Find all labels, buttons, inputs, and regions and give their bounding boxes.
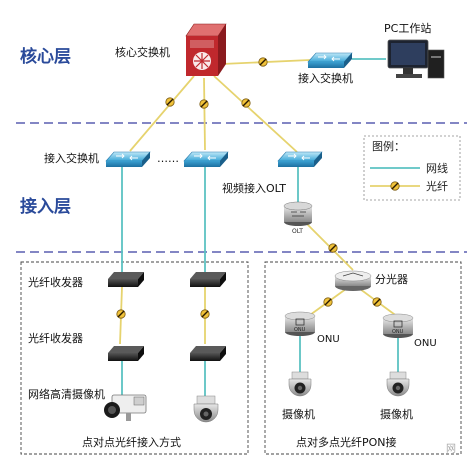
splitter-label: 分光器 xyxy=(375,272,408,286)
access-switch-top[interactable] xyxy=(307,52,353,69)
pon-access-box xyxy=(264,261,462,455)
core-switch[interactable] xyxy=(185,23,227,76)
ellipsis: …… xyxy=(157,152,179,165)
olt-text: OLT xyxy=(292,228,303,235)
fiber-marker xyxy=(323,297,333,307)
transceiver-label-2: 光纤收发器 xyxy=(28,331,83,345)
fiber-marker xyxy=(116,309,126,319)
pon-box-title: 点对多点光纤PON接 xyxy=(296,435,397,449)
transceiver-label-1: 光纤收发器 xyxy=(28,275,83,289)
fiber-transceiver[interactable] xyxy=(190,272,226,287)
fiber-transceiver[interactable] xyxy=(108,272,144,287)
core-switch-label: 核心交换机 xyxy=(115,45,170,59)
dome-camera[interactable] xyxy=(386,371,410,397)
video-olt-label: 视频接入OLT xyxy=(222,181,286,195)
fiber-marker xyxy=(200,309,210,319)
pc-workstation[interactable] xyxy=(387,39,445,79)
fiber-marker xyxy=(241,98,251,108)
dome-camera[interactable] xyxy=(288,371,312,397)
fiber-transceiver[interactable] xyxy=(190,346,226,361)
hd-camera-label: 网络高清摄像机 xyxy=(28,387,105,401)
access-layer-title: 接入层 xyxy=(20,196,71,217)
legend: 图例： 网线 光纤 xyxy=(363,135,461,201)
camera-label-2: 摄像机 xyxy=(380,407,413,421)
p2p-access-box xyxy=(20,261,249,455)
onu-right-box-text: ONU xyxy=(392,329,404,335)
pc-workstation-label: PC工作站 xyxy=(384,21,431,35)
access-switch-2[interactable] xyxy=(183,151,229,168)
fiber-links xyxy=(119,59,399,345)
onu-right-label: ONU xyxy=(414,338,437,349)
watermark: 网 xyxy=(446,443,456,455)
onu-left-box-text: ONU xyxy=(294,327,306,333)
core-layer-title: 核心层 xyxy=(20,46,71,67)
fiber-marker xyxy=(328,243,338,253)
legend-network-label: 网线 xyxy=(426,161,448,175)
access-switch-label: 接入交换机 xyxy=(44,151,99,165)
access-switch-top-label: 接入交换机 xyxy=(298,71,353,85)
p2p-box-title: 点对点光纤接入方式 xyxy=(82,435,181,449)
onu-left-label: ONU xyxy=(317,334,340,345)
fiber-transceiver[interactable] xyxy=(108,346,144,361)
fiber-marker xyxy=(258,57,268,67)
fiber-marker xyxy=(199,99,209,109)
olt-device[interactable] xyxy=(283,201,313,226)
optical-splitter[interactable] xyxy=(334,270,372,291)
onu-right[interactable] xyxy=(382,313,414,338)
access-switch-1[interactable] xyxy=(105,151,151,168)
onu-left[interactable] xyxy=(284,311,316,336)
access-switch-olt[interactable] xyxy=(277,151,323,168)
hd-box-camera[interactable] xyxy=(104,394,147,421)
network-links xyxy=(121,58,399,400)
dome-camera[interactable] xyxy=(193,395,219,423)
legend-fiber-label: 光纤 xyxy=(426,179,448,193)
legend-title: 图例： xyxy=(372,139,405,153)
fiber-marker xyxy=(165,97,175,107)
fiber-marker xyxy=(372,297,382,307)
legend-fiber-icon xyxy=(390,181,400,191)
camera-label-1: 摄像机 xyxy=(282,407,315,421)
